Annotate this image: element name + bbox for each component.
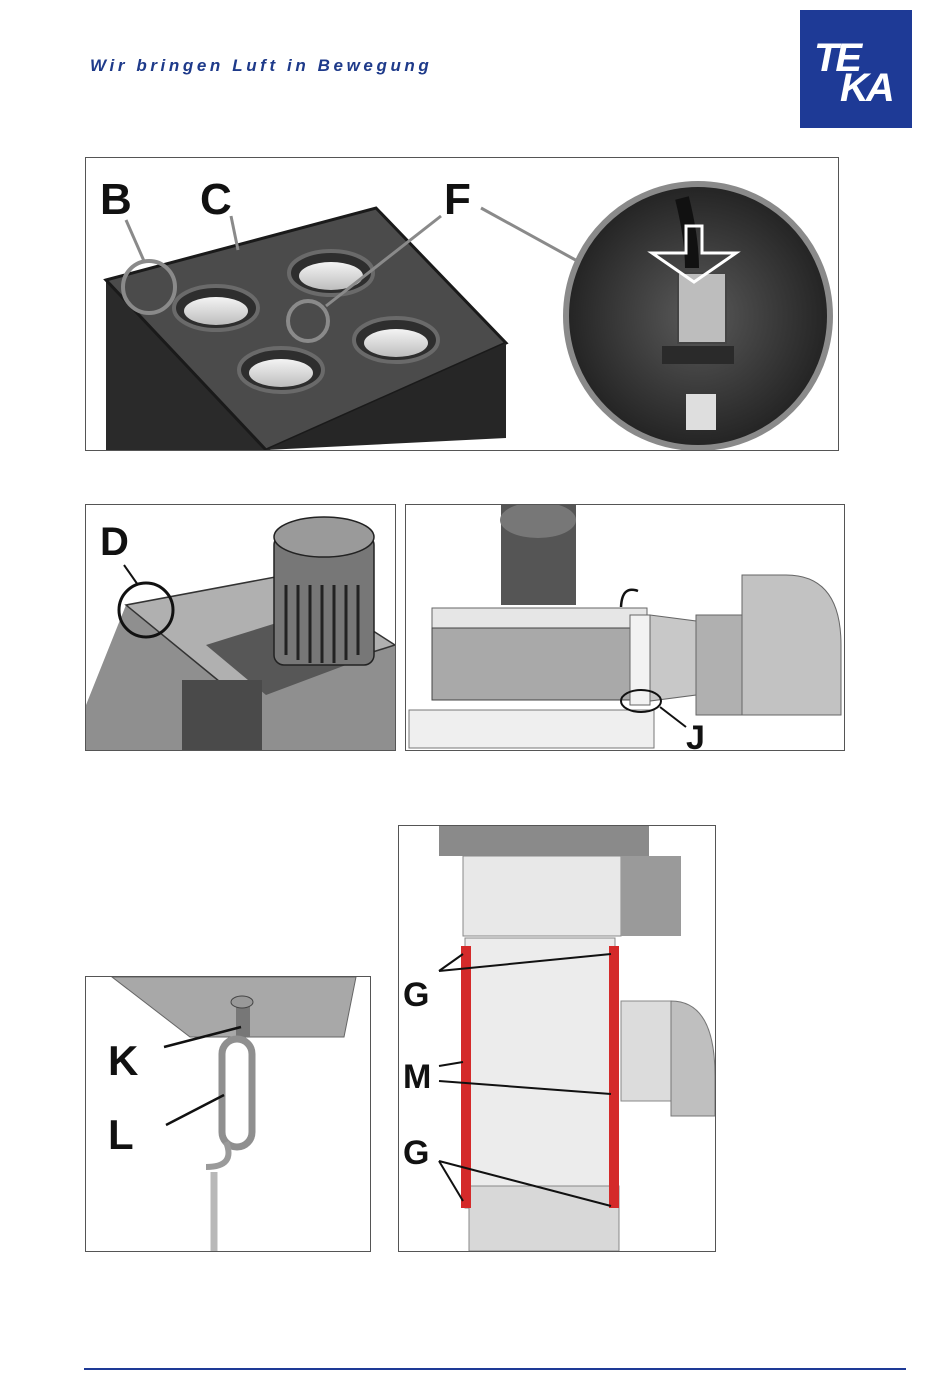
figure-fan-side: J <box>405 504 845 751</box>
label-b: B <box>100 175 132 224</box>
label-d: D <box>100 520 129 564</box>
label-j: J <box>686 719 705 750</box>
figure-motor-mount-drawing: D <box>86 505 395 750</box>
zoom-detail <box>566 184 830 448</box>
figure-top-view: B C F <box>85 157 839 451</box>
carabiner-icon <box>222 1039 252 1147</box>
label-f: F <box>444 175 471 224</box>
figure-top-view-drawing: B C F <box>86 158 838 450</box>
label-g-top: G <box>403 976 429 1014</box>
slogan: Wir bringen Luft in Bewegung <box>90 56 432 76</box>
logo-line-2: KA <box>840 66 892 111</box>
label-k: K <box>108 1037 138 1084</box>
label-l: L <box>108 1111 134 1158</box>
figure-fan-side-drawing: J <box>406 505 844 750</box>
figure-filter-unit: G M G <box>398 825 716 1252</box>
label-g-bottom: G <box>403 1134 429 1172</box>
figure-suspension-hook-drawing: K L <box>86 977 370 1251</box>
label-c: C <box>200 175 232 224</box>
figure-motor-mount: D <box>85 504 396 751</box>
rotation-arrow-icon <box>621 590 638 607</box>
footer-rule <box>84 1368 906 1370</box>
figure-suspension-hook: K L <box>85 976 371 1252</box>
figure-filter-unit-drawing: G M G <box>399 826 715 1251</box>
red-rail-right <box>609 946 619 1208</box>
teka-logo: TE KA <box>800 10 912 128</box>
label-m: M <box>403 1058 431 1096</box>
